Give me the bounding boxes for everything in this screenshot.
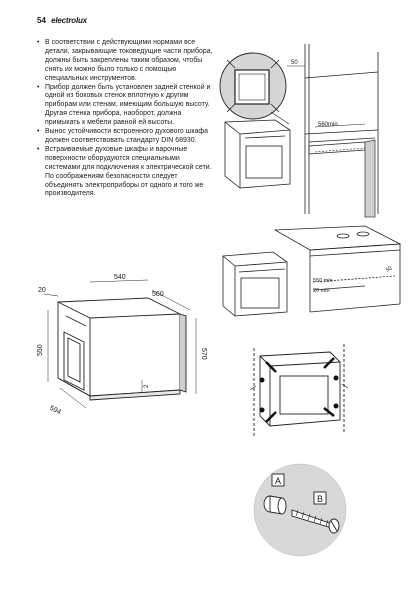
screw-detail-diagram: A B: [253, 463, 347, 557]
worktop-installation-diagram: 550 min 20 min 50: [222, 225, 402, 317]
installation-instructions: В соответствии с действующими нормами вс…: [37, 39, 213, 199]
dim-top-depth: 540: [114, 274, 126, 281]
dim-gap: 2: [144, 384, 150, 388]
dim-height-left: 550: [37, 344, 44, 356]
dim-width-top: 560: [152, 291, 164, 298]
instruction-item: Вынос устойчивости встроенного духового …: [37, 128, 213, 146]
dim-niche-height: 560min: [318, 122, 338, 128]
niche-installation-diagram: 50 560min: [219, 44, 379, 218]
oven-dimensions-diagram: 540 20 560 550 570 2 594: [37, 274, 207, 416]
page-header: 54 electrolux: [37, 16, 87, 25]
page-number: 54: [37, 16, 46, 25]
dim-height-right: 570: [200, 348, 207, 360]
dim-top-edge: 20: [38, 287, 46, 294]
instruction-item: Встраиваемые духовые шкафы и варочные по…: [37, 146, 213, 199]
dim-vent: 50: [291, 60, 298, 66]
instruction-item: В соответствии с действующими нормами вс…: [37, 39, 213, 84]
dim-rear-gap: 20 min: [313, 288, 330, 294]
instruction-item: Прибор должен быть установлен задней сте…: [37, 84, 213, 129]
label-b: B: [317, 494, 323, 504]
label-a: A: [275, 476, 281, 486]
dim-niche-depth: 550 min: [313, 278, 333, 284]
fixing-frame-diagram: [249, 344, 349, 436]
dim-vent-gap: 50: [385, 265, 393, 273]
brand-name: electrolux: [51, 16, 87, 25]
dim-width-bottom: 594: [48, 405, 62, 416]
